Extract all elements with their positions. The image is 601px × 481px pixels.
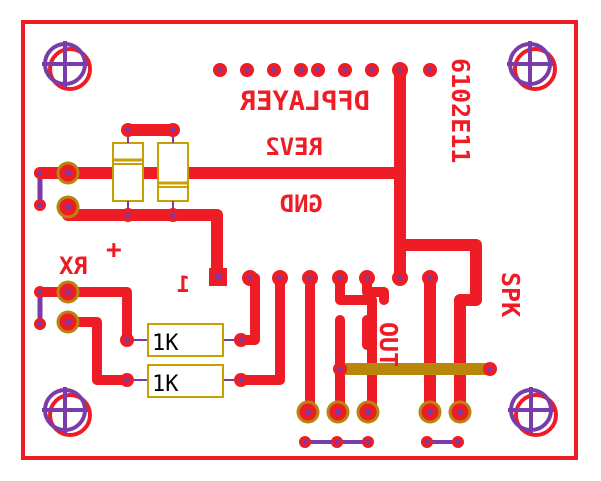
board-labels: DFPLAYER REV2 GND 6102E11 SPK OUT RX + 1 [59,58,525,367]
board-name-label: DFPLAYER [239,86,370,117]
diode-pads [121,123,180,222]
resistor-outlines [127,323,241,398]
diode-outlines [112,142,189,202]
revision-label: REV2 [265,133,323,161]
mounting-hole-top-left [42,41,92,91]
mounting-hole-bottom-left [42,387,92,437]
module-pin-row [209,268,438,286]
resistor-pads [120,333,248,387]
board-outline [21,20,578,460]
pin-one-label: 1 [177,273,190,298]
power-connector [34,161,80,219]
mounting-hole-bottom-right [508,387,558,437]
resistor-values: 1K 1K [152,331,179,397]
jumper-bar [333,362,497,376]
top-header-pads [213,62,437,78]
output-label: OUT [374,322,403,367]
rx-connector [34,280,80,334]
rx-label: RX [59,252,88,280]
ground-label: GND [280,190,323,218]
resistor-top-value: 1K [152,331,179,356]
mounting-hole-top-right [507,41,557,91]
speaker-header [418,400,472,448]
resistor-bottom-value: 1K [152,372,179,397]
date-code-label: 6102E11 [446,58,475,163]
output-header [296,400,380,448]
speaker-label: SPK [496,272,525,317]
plus-label: + [106,235,122,265]
